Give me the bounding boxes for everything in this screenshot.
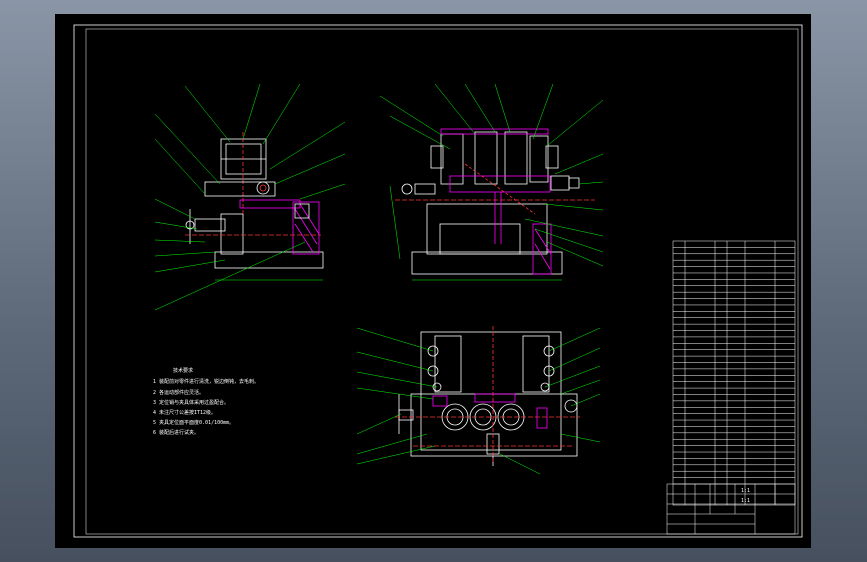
drawing-border-inner (85, 28, 799, 535)
side-guide-bar (449, 175, 551, 193)
top-view (356, 326, 601, 475)
side-view (379, 83, 604, 281)
top-view-leaders (356, 327, 601, 475)
tech-requirement-line: 4 未注尺寸公差按IT12级。 (153, 410, 217, 416)
side-rib-right (532, 223, 552, 275)
bom-border (672, 240, 796, 506)
front-base (214, 251, 324, 269)
side-view-leaders (379, 83, 604, 267)
tech-requirement-line: 2 各运动部件应灵活。 (153, 390, 205, 396)
title-block-scale: 1:1 (741, 488, 750, 494)
top-plate (420, 331, 562, 451)
cad-viewport[interactable]: 1:1 1:1 技术要求 1 装配前对零件进行清洗，锐边倒钝，去毛刺。 2 各运… (55, 14, 811, 548)
tech-requirements-title: 技术要求 (173, 368, 194, 374)
side-base (411, 251, 563, 275)
tech-requirement-line: 1 装配前对零件进行清洗，锐边倒钝，去毛刺。 (153, 379, 260, 385)
tech-requirement-line: 3 定位销与夹具体采用过盈配合。 (153, 400, 230, 406)
assembly-drawing: 1:1 1:1 (73, 24, 803, 538)
bom-rows (673, 247, 795, 485)
tech-requirement-line: 6 装配后进行试夹。 (153, 430, 200, 436)
title-block: 1:1 1:1 (666, 483, 796, 535)
drawing-border-outer (73, 24, 803, 538)
title-block-sheet: 1:1 (741, 498, 750, 504)
front-view-leaders (154, 83, 346, 311)
side-slide-a (440, 133, 464, 185)
front-body-left (220, 213, 244, 255)
front-body-right (292, 201, 320, 255)
bom-table (672, 240, 796, 506)
front-view (154, 83, 346, 311)
tech-requirement-line: 5 夹具定位面平面度0.01/100mm。 (153, 420, 235, 426)
title-block-border (666, 483, 796, 535)
